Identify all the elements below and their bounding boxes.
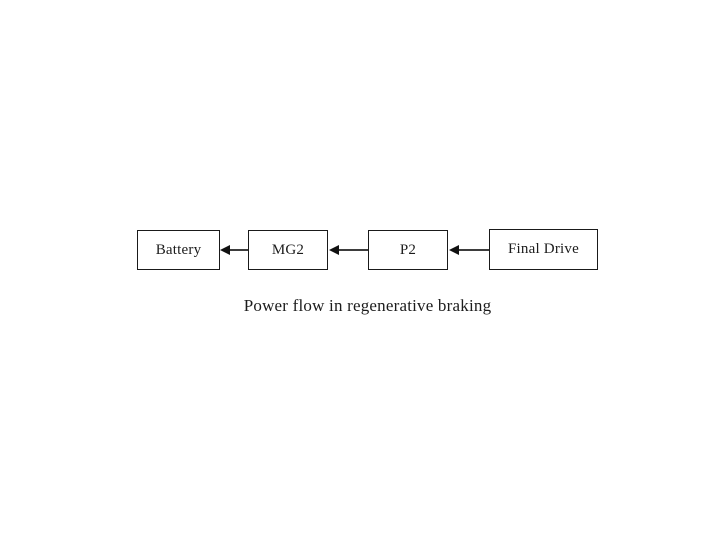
arrow-p2-to-mg2 — [329, 244, 368, 255]
arrow-line — [230, 248, 248, 251]
arrowhead-left-icon — [329, 244, 339, 255]
node-mg2-label: MG2 — [271, 241, 305, 258]
arrow-final-drive-to-p2 — [449, 244, 489, 255]
arrow-line — [339, 248, 368, 251]
diagram-caption: Power flow in regenerative braking — [243, 296, 492, 315]
arrowhead-left-icon — [449, 244, 459, 255]
node-p2-label: P2 — [399, 241, 417, 258]
node-p2: P2 — [368, 230, 448, 270]
node-battery: Battery — [137, 230, 220, 270]
node-final-drive-label: Final Drive — [508, 241, 579, 257]
arrow-mg2-to-battery — [220, 244, 248, 255]
arrowhead-left-icon — [220, 244, 230, 255]
node-final-drive: Final Drive — [489, 229, 598, 270]
node-mg2: MG2 — [248, 230, 328, 270]
node-battery-label: Battery — [155, 241, 202, 258]
arrow-line — [459, 248, 489, 251]
